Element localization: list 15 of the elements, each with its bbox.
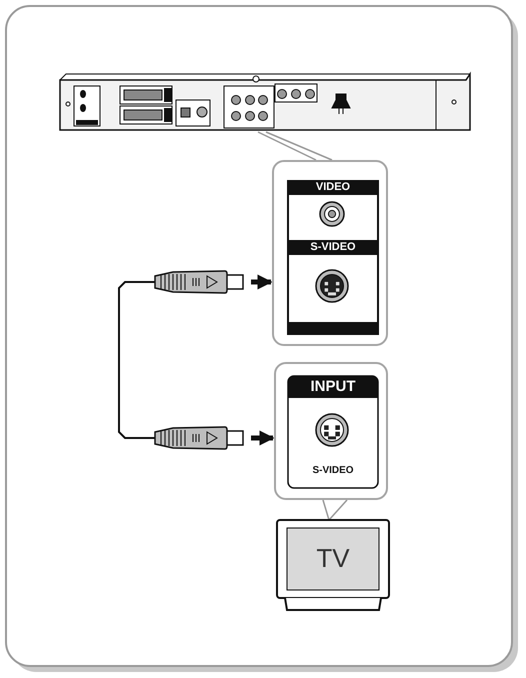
plug-drawing xyxy=(155,268,245,296)
jack-label: S-VIDEO xyxy=(288,240,378,255)
callout-line xyxy=(322,500,348,522)
arrow xyxy=(251,430,274,446)
tv-label: TV xyxy=(315,542,351,575)
tv-drawing xyxy=(277,520,389,612)
callout-line xyxy=(257,131,333,161)
plug-drawing xyxy=(155,424,245,452)
jack-label: VIDEO xyxy=(288,180,378,195)
panel-heading: INPUT xyxy=(288,376,378,398)
arrow xyxy=(251,274,272,290)
jack-label: S-VIDEO xyxy=(311,464,355,478)
callout-panel xyxy=(274,362,388,500)
cable-line xyxy=(118,281,155,439)
callout-panel xyxy=(272,160,388,346)
